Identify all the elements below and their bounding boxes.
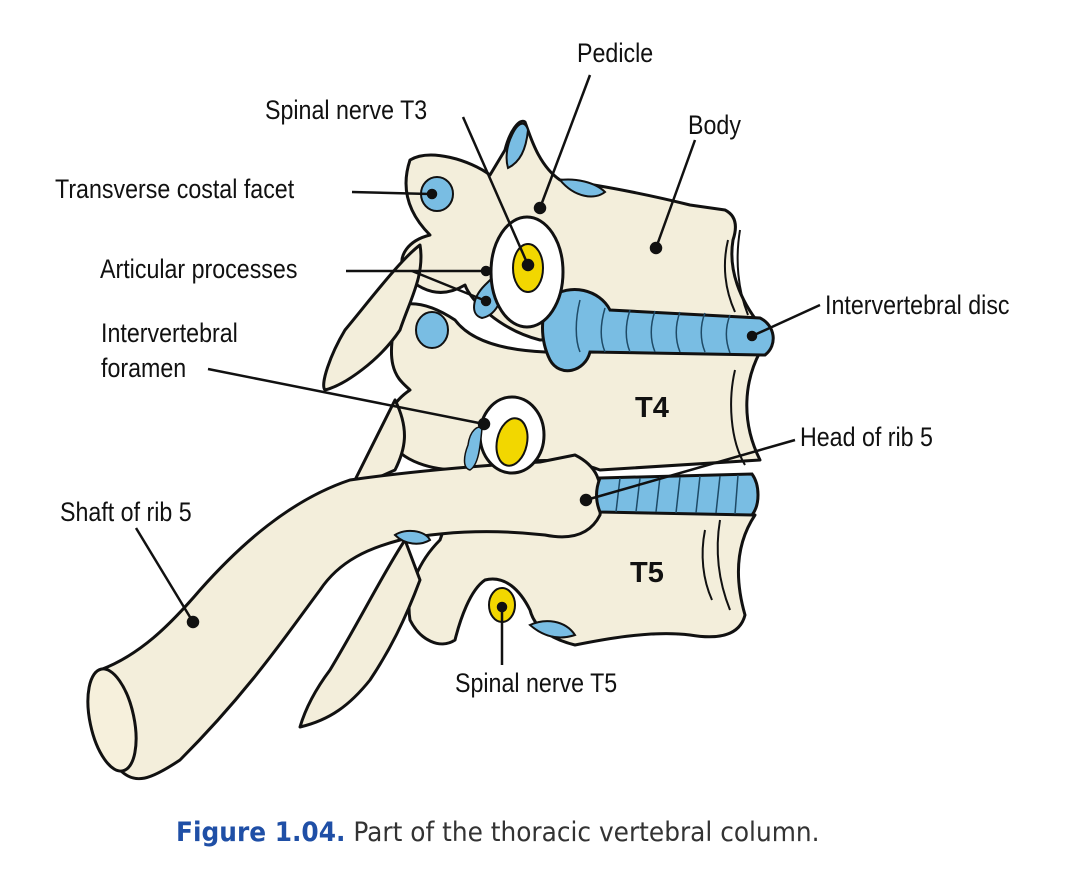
leader-transverse-costal-facet	[351, 190, 431, 196]
intervertebral-disc-upper	[541, 288, 775, 373]
label-pedicle: Pedicle	[577, 38, 654, 68]
transverse-costal-facet-t4	[415, 311, 449, 349]
label-head-of-rib-5: Head of rib 5	[800, 422, 933, 452]
leader-articular-processes-b	[411, 269, 487, 303]
costotransverse-facet	[393, 529, 432, 545]
leader-spinal-nerve-t3	[461, 116, 530, 266]
leader-shaft-of-rib-5	[134, 527, 195, 623]
spinal-nerve-t4-shape	[495, 417, 529, 467]
costal-facet-superior	[558, 178, 607, 198]
rib-cut-end	[86, 667, 138, 773]
vertebra-label-t5: T5	[630, 557, 664, 589]
label-intervertebral-foramen-line2: foramen	[101, 353, 187, 383]
label-spinal-nerve-t3: Spinal nerve T3	[265, 95, 428, 125]
label-intervertebral-disc: Intervertebral disc	[825, 290, 1010, 320]
articular-cartilage-top	[505, 122, 530, 170]
vertebra-label-t4: T4	[635, 392, 669, 424]
intervertebral-foramen-lower-blue	[463, 426, 483, 471]
label-shaft-of-rib-5: Shaft of rib 5	[60, 497, 192, 527]
leader-pedicle	[538, 74, 592, 209]
figure-caption: Figure 1.04. Part of the thoracic verteb…	[176, 817, 820, 848]
rib-5	[93, 453, 603, 781]
leader-intervertebral-disc	[751, 303, 821, 338]
leader-intervertebral-foramen	[207, 367, 485, 426]
figure-caption-text: Part of the thoracic vertebral column.	[345, 817, 820, 848]
label-body: Body	[688, 110, 741, 140]
leader-body	[654, 139, 697, 249]
t3-spinous-process	[322, 243, 423, 392]
label-spinal-nerve-t5: Spinal nerve T5	[455, 668, 618, 698]
label-transverse-costal-facet: Transverse costal facet	[55, 174, 295, 204]
figure-number: Figure 1.04.	[176, 817, 346, 848]
disc-ridges-lower	[615, 474, 739, 515]
label-intervertebral-foramen-line1: Intervertebral	[101, 318, 238, 348]
disc-ridges-upper	[575, 299, 731, 354]
label-articular-processes: Articular processes	[100, 254, 298, 284]
costal-facet-t5-inferior	[528, 620, 577, 639]
leader-head-of-rib-5	[585, 438, 796, 502]
t5-spinous-process	[298, 538, 422, 729]
leader-lines	[134, 74, 821, 665]
